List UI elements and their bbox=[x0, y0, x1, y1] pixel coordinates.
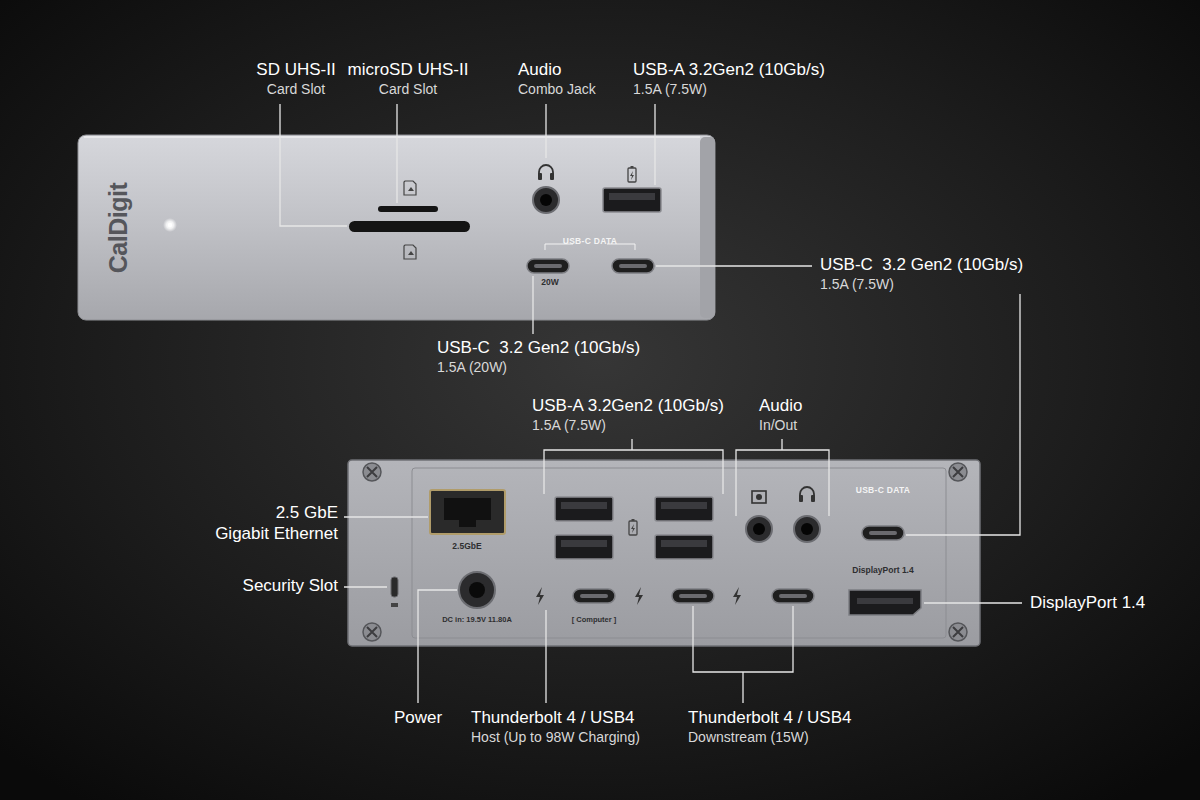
dock-back bbox=[772, 589, 814, 603]
dock-back bbox=[536, 587, 544, 605]
power-jack bbox=[459, 572, 495, 608]
dock-back bbox=[655, 535, 713, 559]
callout-label: 2.5 GbE bbox=[276, 503, 338, 523]
leader-lines bbox=[280, 104, 1022, 703]
leader-lines bbox=[656, 265, 812, 266]
ethernet-port bbox=[430, 490, 505, 534]
dock-back bbox=[862, 526, 904, 540]
dock-back bbox=[469, 582, 485, 598]
dock-back bbox=[363, 463, 381, 481]
dock-front bbox=[700, 137, 715, 318]
port-marking: [ Computer ] bbox=[572, 616, 617, 625]
callout-sublabel: 1.5A (7.5W) bbox=[820, 276, 894, 292]
leader-lines bbox=[396, 104, 397, 203]
dock-front bbox=[603, 188, 661, 212]
dock-back bbox=[752, 491, 766, 503]
dock-back bbox=[412, 468, 946, 638]
leader-lines bbox=[545, 610, 546, 703]
callout-sublabel: Downstream (15W) bbox=[688, 729, 809, 745]
callout-sublabel: Combo Jack bbox=[518, 81, 596, 97]
dock-back bbox=[629, 519, 637, 535]
dock-back bbox=[555, 535, 613, 559]
callout-label: DisplayPort 1.4 bbox=[1030, 593, 1145, 613]
dock-back bbox=[573, 589, 615, 603]
leader-lines bbox=[418, 590, 457, 703]
dock-back bbox=[733, 587, 741, 605]
dock-back bbox=[635, 587, 643, 605]
leader-lines bbox=[924, 602, 1022, 603]
dock-back bbox=[348, 460, 980, 646]
dock-front bbox=[538, 165, 554, 180]
dock-back bbox=[794, 516, 820, 542]
callout-sublabel: 1.5A (20W) bbox=[437, 359, 507, 375]
callout-label: Power bbox=[394, 708, 442, 728]
callout-sublabel: 1.5A (7.5W) bbox=[633, 81, 707, 97]
dock-back bbox=[857, 598, 913, 604]
callout-label: Security Slot bbox=[243, 576, 338, 596]
dock-front bbox=[84, 136, 700, 138]
callout-label: Gigabit Ethernet bbox=[215, 524, 338, 544]
status-led bbox=[163, 218, 177, 232]
dock-back bbox=[672, 589, 714, 603]
port-marking: DisplayPort 1.4 bbox=[852, 566, 913, 576]
leader-lines bbox=[736, 439, 829, 516]
port-marking: USB-C DATA bbox=[856, 486, 911, 496]
callout-sublabel: In/Out bbox=[759, 417, 797, 433]
port-marking: USB-C DATA bbox=[563, 237, 618, 247]
leader-lines bbox=[693, 606, 793, 703]
dock-back bbox=[756, 494, 762, 500]
callout-label: Thunderbolt 4 / USB4 bbox=[471, 708, 634, 728]
microsd-slot bbox=[378, 206, 438, 212]
callout-label: USB-C 3.2 Gen2 (10Gb/s) bbox=[820, 255, 1023, 275]
dock-front bbox=[628, 166, 636, 182]
dock-back bbox=[363, 623, 381, 641]
callout-label: USB-A 3.2Gen2 (10Gb/s) bbox=[633, 60, 825, 80]
dock-back bbox=[655, 497, 713, 521]
leader-lines bbox=[654, 104, 655, 185]
callout-sublabel: Card Slot bbox=[267, 81, 325, 97]
leader-lines bbox=[344, 516, 428, 517]
dock-back bbox=[949, 463, 967, 481]
callout-sublabel: Host (Up to 98W Charging) bbox=[471, 729, 640, 745]
dock-front bbox=[533, 187, 559, 213]
dock-back bbox=[391, 603, 398, 607]
leader-lines bbox=[906, 294, 1020, 535]
callout-label: Audio bbox=[518, 60, 561, 80]
port-marking: 20W bbox=[541, 278, 558, 288]
callout-label: USB-C 3.2 Gen2 (10Gb/s) bbox=[437, 338, 640, 358]
leader-lines bbox=[344, 586, 387, 587]
dock-front bbox=[404, 181, 416, 195]
callout-sublabel: Card Slot bbox=[379, 81, 437, 97]
leader-lines bbox=[545, 104, 546, 158]
callout-label: USB-A 3.2Gen2 (10Gb/s) bbox=[532, 396, 724, 416]
callout-sublabel: 1.5A (7.5W) bbox=[532, 417, 606, 433]
callout-label: Thunderbolt 4 / USB4 bbox=[688, 708, 851, 728]
dock-back bbox=[949, 623, 967, 641]
callout-label: SD UHS-II bbox=[256, 60, 335, 80]
dock-front bbox=[527, 259, 569, 273]
dock-front bbox=[404, 245, 416, 259]
dock-back bbox=[459, 520, 476, 527]
dock-back bbox=[799, 487, 815, 502]
displayport-port bbox=[849, 590, 921, 615]
leader-lines bbox=[280, 104, 347, 226]
callout-label: microSD UHS-II bbox=[348, 60, 469, 80]
dock-front bbox=[612, 259, 654, 273]
dock-back bbox=[444, 498, 491, 520]
leader-lines bbox=[544, 439, 723, 494]
callout-label: Audio bbox=[759, 396, 802, 416]
brand-logo: CalDigit bbox=[104, 183, 133, 273]
dock-back bbox=[746, 516, 772, 542]
port-marking: DC in: 19.5V 11.80A bbox=[442, 616, 512, 625]
dock-front bbox=[168, 223, 172, 227]
dock-back bbox=[555, 497, 613, 521]
dock-back bbox=[752, 491, 766, 503]
leader-lines bbox=[532, 276, 533, 334]
port-marking: 2.5GbE bbox=[452, 542, 481, 552]
security-slot bbox=[391, 577, 398, 597]
sd-slot bbox=[349, 221, 470, 232]
dock-back bbox=[348, 460, 980, 646]
